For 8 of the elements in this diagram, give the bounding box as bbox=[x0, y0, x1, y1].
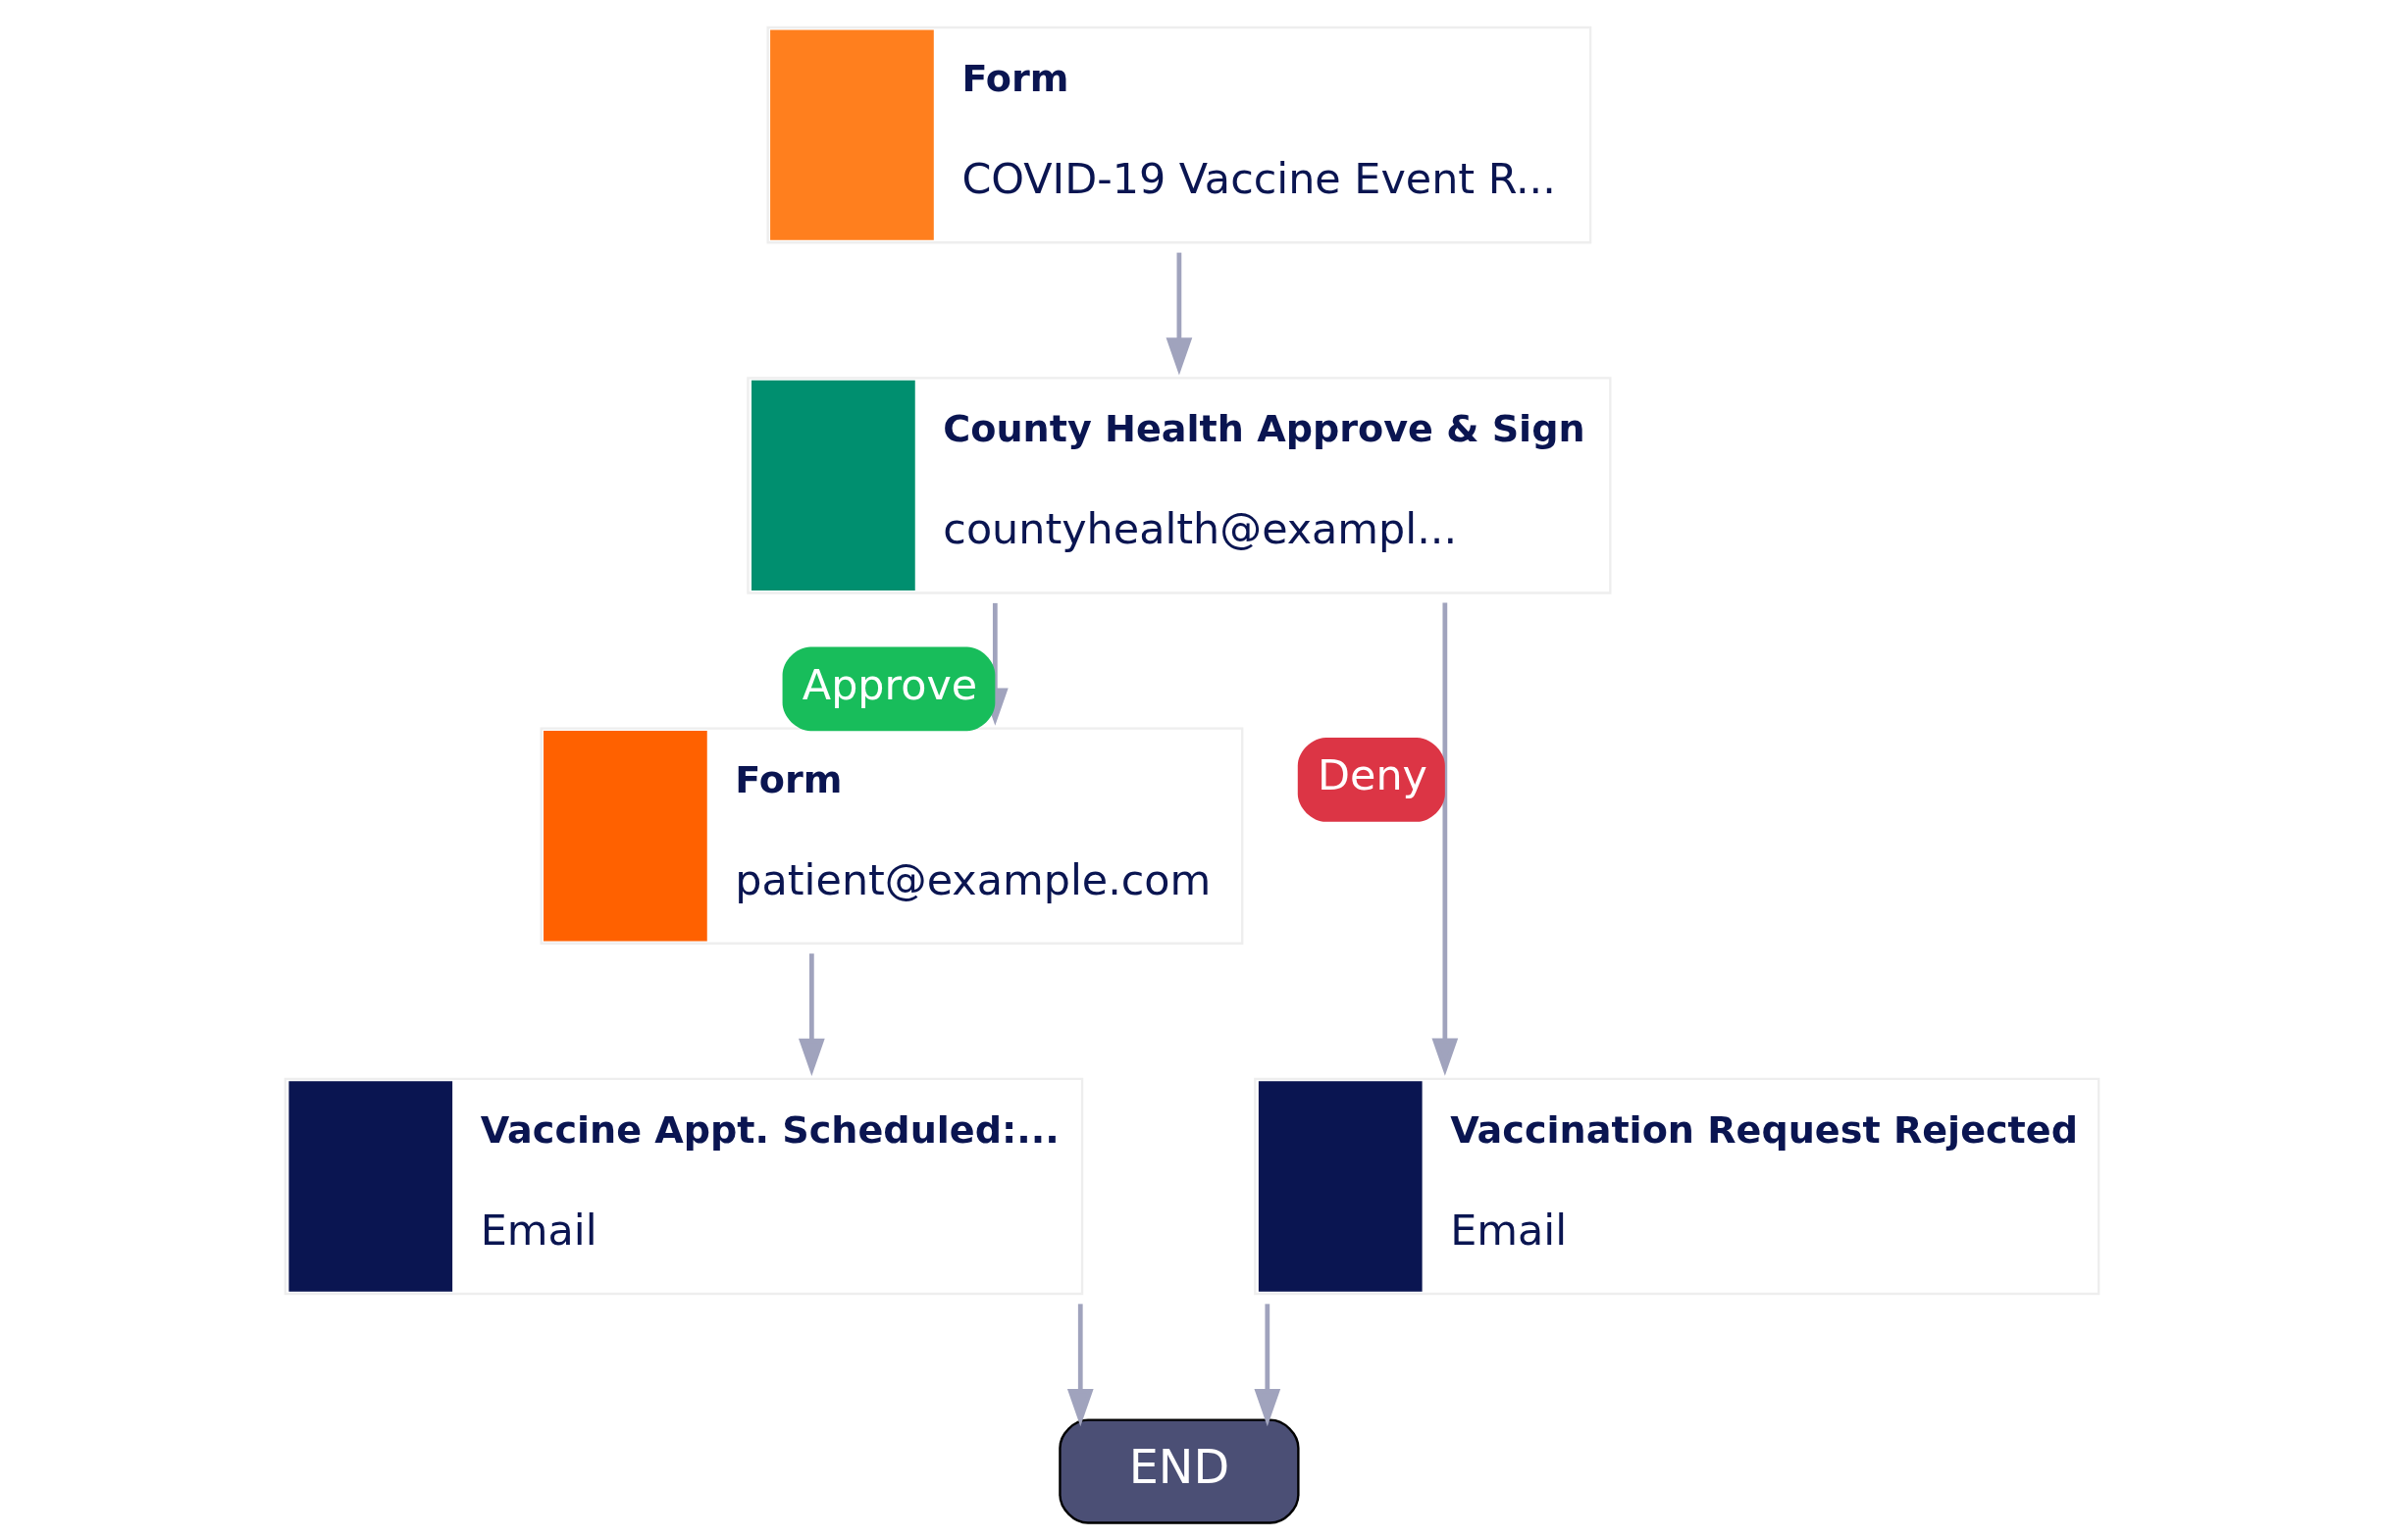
arrow bbox=[799, 952, 825, 1076]
edge-label: Deny bbox=[1318, 749, 1427, 799]
node-box: END bbox=[1059, 1418, 1300, 1524]
arrow bbox=[1431, 602, 1459, 1076]
arrow bbox=[1066, 1303, 1094, 1426]
edge-label: Approve bbox=[802, 659, 978, 709]
arrow bbox=[1166, 252, 1193, 375]
arrow bbox=[1254, 1303, 1281, 1426]
